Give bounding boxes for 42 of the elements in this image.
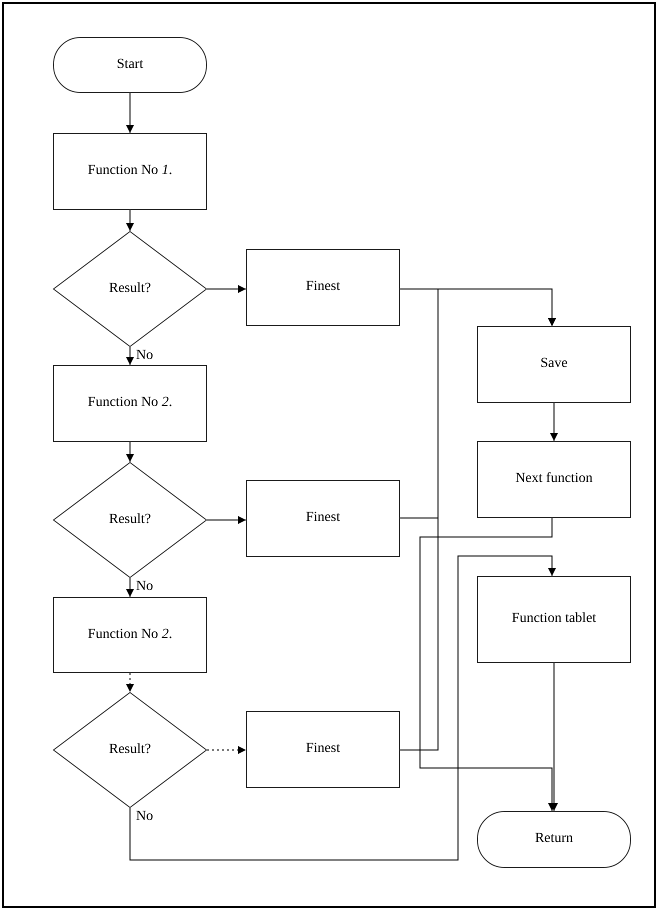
terminal-shape bbox=[53, 37, 207, 93]
node-label: Save bbox=[540, 356, 568, 373]
arrow bbox=[206, 285, 246, 293]
arrow bbox=[126, 346, 134, 366]
node-label: Function No 1. bbox=[88, 163, 172, 180]
arrow bbox=[126, 578, 134, 598]
node-label: Result? bbox=[109, 280, 151, 298]
node-label: Function tablet bbox=[512, 611, 596, 628]
process-box bbox=[477, 441, 631, 518]
node-label: Function No 2. bbox=[88, 626, 172, 644]
process-box bbox=[53, 133, 207, 210]
arrow bbox=[206, 516, 246, 524]
arrow bbox=[420, 518, 556, 812]
arrow bbox=[126, 92, 134, 134]
process-box bbox=[53, 365, 207, 442]
node-label: Start bbox=[116, 56, 144, 74]
process-box bbox=[246, 711, 400, 788]
node-label: Finest bbox=[306, 279, 340, 296]
process-box bbox=[246, 480, 400, 557]
arrow bbox=[130, 556, 556, 860]
arrow bbox=[126, 672, 134, 692]
arrow bbox=[400, 288, 556, 750]
node-label: Result? bbox=[109, 512, 151, 528]
node-label: Return bbox=[534, 831, 574, 848]
node-label: Result? bbox=[109, 742, 151, 758]
decision-diamond bbox=[53, 462, 207, 578]
node-label: Next function bbox=[515, 471, 593, 488]
decision-diamond bbox=[53, 692, 207, 808]
arrow bbox=[126, 210, 134, 232]
process-box bbox=[246, 249, 400, 326]
terminal-shape bbox=[477, 811, 631, 868]
process-box bbox=[53, 597, 207, 673]
arrow bbox=[550, 662, 558, 812]
process-box bbox=[477, 326, 631, 403]
process-box bbox=[477, 576, 631, 663]
node-label: Finest bbox=[306, 510, 340, 527]
decision-diamond bbox=[53, 231, 207, 347]
arrow bbox=[126, 442, 134, 462]
arrow bbox=[550, 402, 558, 442]
node-label: Function No 2. bbox=[88, 395, 172, 412]
arrow bbox=[206, 746, 246, 754]
node-label: Finest bbox=[306, 741, 340, 758]
